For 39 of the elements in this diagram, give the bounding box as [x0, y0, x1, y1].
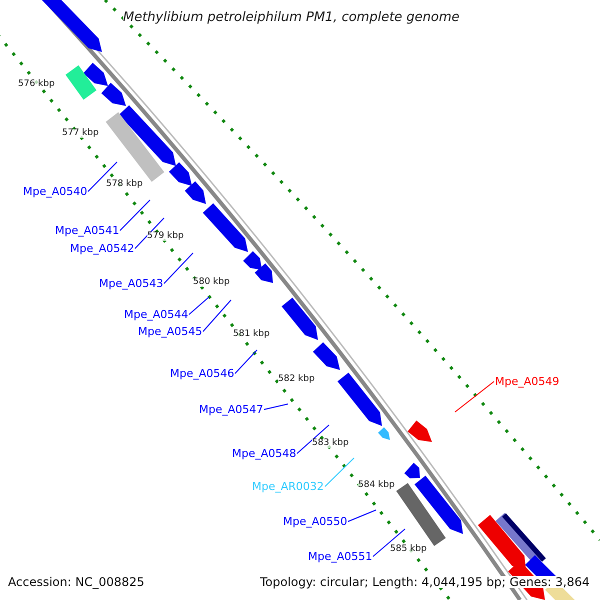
leader-line [234, 350, 258, 374]
tick-label: 584 kbp [358, 481, 395, 490]
gene-label: Mpe_A0544 [124, 309, 188, 320]
leader-line [202, 300, 232, 332]
tick-label: 580 kbp [193, 278, 230, 287]
tick-label: 576 kbp [18, 80, 55, 89]
leader-line [454, 381, 494, 412]
tick-label: 577 kbp [62, 129, 99, 138]
gene-label: Mpe_A0546 [170, 368, 234, 379]
leader-line [134, 218, 164, 249]
leader-line [164, 252, 194, 284]
tick-label: 579 kbp [147, 232, 184, 241]
leader-line [324, 458, 354, 487]
gene-label: Mpe_A0541 [55, 225, 120, 236]
gene-label: Mpe_A0542 [70, 243, 134, 254]
tick-label: 585 kbp [390, 545, 427, 554]
leader-line [372, 528, 406, 557]
gene-label: Mpe_A0543 [99, 278, 164, 289]
gene-label: Mpe_A0540 [23, 186, 88, 197]
accession-label: Accession: NC_008825 [8, 576, 144, 588]
gene-label: Mpe_A0549 [495, 376, 560, 387]
gene-label: Mpe_A0547 [199, 404, 264, 415]
tick-label: 583 kbp [312, 439, 349, 448]
gene-label: Mpe_AR0032 [252, 481, 324, 492]
leader-line [120, 200, 150, 231]
leader-line [264, 404, 288, 410]
gene-label: Mpe_A0548 [232, 448, 296, 459]
tick-label: 581 kbp [233, 330, 270, 339]
title: Methylibium petroleiphilum PM1, complete genome [123, 11, 460, 24]
leader-line [188, 296, 210, 315]
gene-label: Mpe_A0545 [138, 326, 202, 337]
leader-line [348, 510, 376, 522]
leader-line [296, 424, 330, 454]
gene-label: Mpe_A0551 [308, 551, 372, 562]
tick-label: 582 kbp [278, 375, 315, 384]
genome-info-text: Topology: circular; Length: 4,044,195 bp; Genes: 3,864 [260, 576, 590, 588]
leader-line [88, 162, 118, 192]
gene-label: Mpe_A0550 [283, 516, 348, 527]
tick-label: 578 kbp [106, 180, 143, 189]
